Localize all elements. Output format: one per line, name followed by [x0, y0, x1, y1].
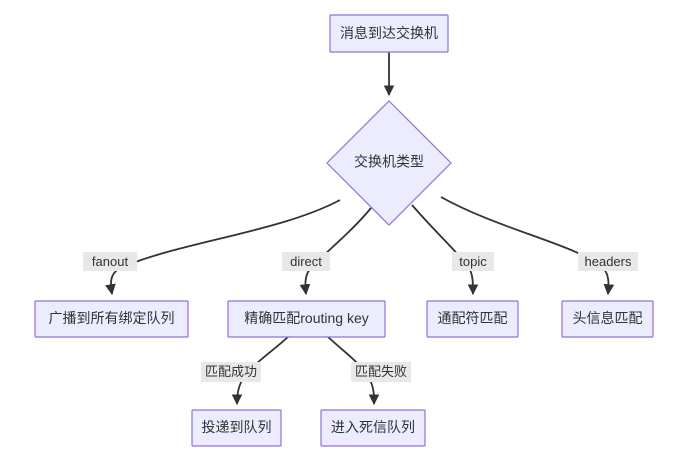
node-start-label: 消息到达交换机 — [340, 25, 438, 41]
edge-label-fanout-bg — [83, 252, 137, 271]
edge-label-match-success: 匹配成功 — [201, 362, 261, 382]
edge-label-match-success-bg — [201, 362, 261, 382]
node-headers-match-label: 头信息匹配 — [573, 310, 643, 326]
node-topic-wildcard[interactable]: 通配符匹配 — [426, 300, 519, 338]
node-direct-match-shape[interactable] — [227, 300, 386, 338]
edge-type-to-topic — [411, 204, 479, 296]
edge-labels-layer: fanout direct topic headers 匹配成功 匹配失败 — [83, 252, 638, 382]
edge-label-fanout-text: fanout — [92, 254, 129, 269]
node-direct-match-label: 精确匹配routing key — [244, 310, 368, 326]
node-direct-match[interactable]: 精确匹配routing key — [227, 300, 386, 338]
edge-type-to-fanout — [105, 199, 341, 296]
node-exchange-type[interactable]: 交换机类型 — [326, 100, 452, 226]
edge-type-to-headers — [440, 196, 615, 296]
node-topic-wildcard-label: 通配符匹配 — [438, 310, 508, 326]
edge-type-to-direct — [299, 207, 372, 296]
edge-label-topic-bg — [452, 252, 494, 271]
edge-label-match-fail-bg — [351, 362, 411, 382]
edge-label-fanout: fanout — [83, 252, 137, 271]
node-exchange-type-shape[interactable] — [326, 100, 452, 226]
node-headers-match[interactable]: 头信息匹配 — [561, 300, 654, 338]
edges-layer — [105, 52, 615, 406]
node-start[interactable]: 消息到达交换机 — [329, 14, 449, 53]
edge-label-direct-bg — [282, 252, 330, 271]
edge-label-direct: direct — [282, 252, 330, 271]
edge-label-direct-text: direct — [290, 254, 322, 269]
node-fanout-broadcast-label: 广播到所有绑定队列 — [49, 310, 175, 326]
node-dead-letter-queue-shape[interactable] — [320, 409, 426, 447]
node-dead-letter-queue-label: 进入死信队列 — [331, 419, 415, 435]
edge-label-topic: topic — [452, 252, 494, 271]
edge-label-match-success-text: 匹配成功 — [205, 364, 257, 379]
edge-label-headers-text: headers — [585, 254, 632, 269]
node-dead-letter-queue[interactable]: 进入死信队列 — [320, 409, 426, 447]
node-deliver-to-queue-shape[interactable] — [191, 409, 282, 447]
node-deliver-to-queue-label: 投递到队列 — [202, 419, 272, 435]
nodes-layer: 消息到达交换机 交换机类型 广播到所有绑定队列 精确匹配routing key … — [34, 14, 654, 447]
edge-label-topic-text: topic — [459, 254, 487, 269]
edge-label-headers: headers — [578, 252, 638, 271]
node-fanout-broadcast-shape[interactable] — [34, 300, 189, 338]
edge-label-match-fail: 匹配失败 — [351, 362, 411, 382]
node-exchange-type-label: 交换机类型 — [354, 154, 424, 170]
node-fanout-broadcast[interactable]: 广播到所有绑定队列 — [34, 300, 189, 338]
node-start-shape[interactable] — [329, 14, 449, 53]
node-deliver-to-queue[interactable]: 投递到队列 — [191, 409, 282, 447]
node-topic-wildcard-shape[interactable] — [426, 300, 519, 338]
node-headers-match-shape[interactable] — [561, 300, 654, 338]
edge-label-match-fail-text: 匹配失败 — [355, 364, 407, 379]
edge-label-headers-bg — [578, 252, 638, 271]
